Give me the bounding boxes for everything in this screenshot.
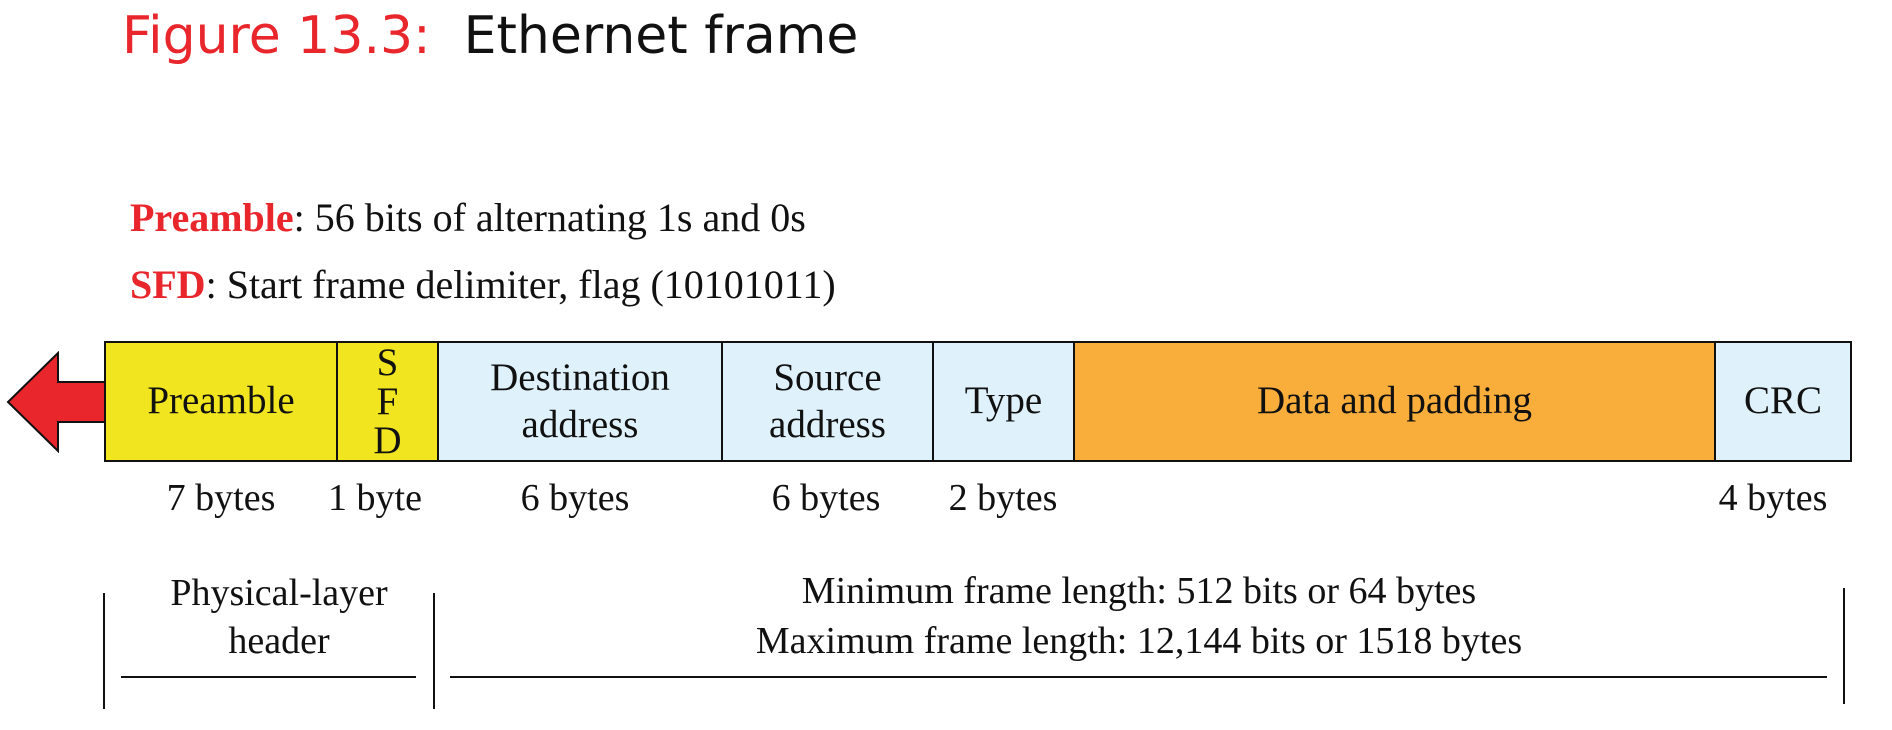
figure-caption: Ethernet frame xyxy=(463,6,859,66)
field-preamble: Preamble xyxy=(106,343,338,460)
field-label: Source address xyxy=(769,355,886,446)
legend-preamble: Preamble: 56 bits of alternating 1s and … xyxy=(130,194,806,241)
bracket-right-tick xyxy=(1843,588,1845,704)
legend-sfd: SFD: Start frame delimiter, flag (101010… xyxy=(130,261,836,308)
size-type: 2 bytes xyxy=(948,477,1058,519)
field-label: Destination address xyxy=(490,355,670,446)
legend-term: Preamble xyxy=(130,195,294,240)
size-sfd: 1 byte xyxy=(328,477,422,519)
frame-length-underline xyxy=(450,676,1827,678)
size-source: 6 bytes xyxy=(771,477,881,519)
size-destination: 6 bytes xyxy=(520,477,630,519)
size-crc: 4 bytes xyxy=(1718,477,1828,519)
figure-title: Figure 13.3: Ethernet frame xyxy=(122,6,858,66)
field-label: CRC xyxy=(1743,379,1823,423)
max-frame-length: Maximum frame length: 12,144 bits or 151… xyxy=(755,620,1523,662)
header-underline xyxy=(121,676,416,678)
legend-description: : Start frame delimiter, flag (10101011) xyxy=(205,262,836,307)
field-data-and-padding: Data and padding xyxy=(1075,343,1716,460)
physical-layer-header-label: Physical-layer header xyxy=(170,572,388,662)
bracket-left-tick xyxy=(103,593,105,709)
field-type: Type xyxy=(934,343,1075,460)
field-destination-address: Destination address xyxy=(439,343,723,460)
legend-term: SFD xyxy=(130,262,206,307)
frame-diagram: Preamble S F D Destination address Sourc… xyxy=(104,341,1852,462)
field-source-address: Source address xyxy=(723,343,934,460)
direction-arrow-icon xyxy=(6,351,108,453)
field-label: Type xyxy=(964,379,1043,423)
field-label: Data and padding xyxy=(1256,379,1533,423)
field-sfd: S F D xyxy=(338,343,439,460)
min-frame-length: Minimum frame length: 512 bits or 64 byt… xyxy=(801,570,1477,612)
legend-description: : 56 bits of alternating 1s and 0s xyxy=(293,195,806,240)
field-label: S F D xyxy=(373,341,402,462)
field-crc: CRC xyxy=(1716,343,1850,460)
figure-number: Figure 13.3: xyxy=(122,6,431,66)
size-preamble: 7 bytes xyxy=(166,477,276,519)
field-label: Preamble xyxy=(147,379,295,423)
bracket-middle-tick xyxy=(433,593,435,709)
